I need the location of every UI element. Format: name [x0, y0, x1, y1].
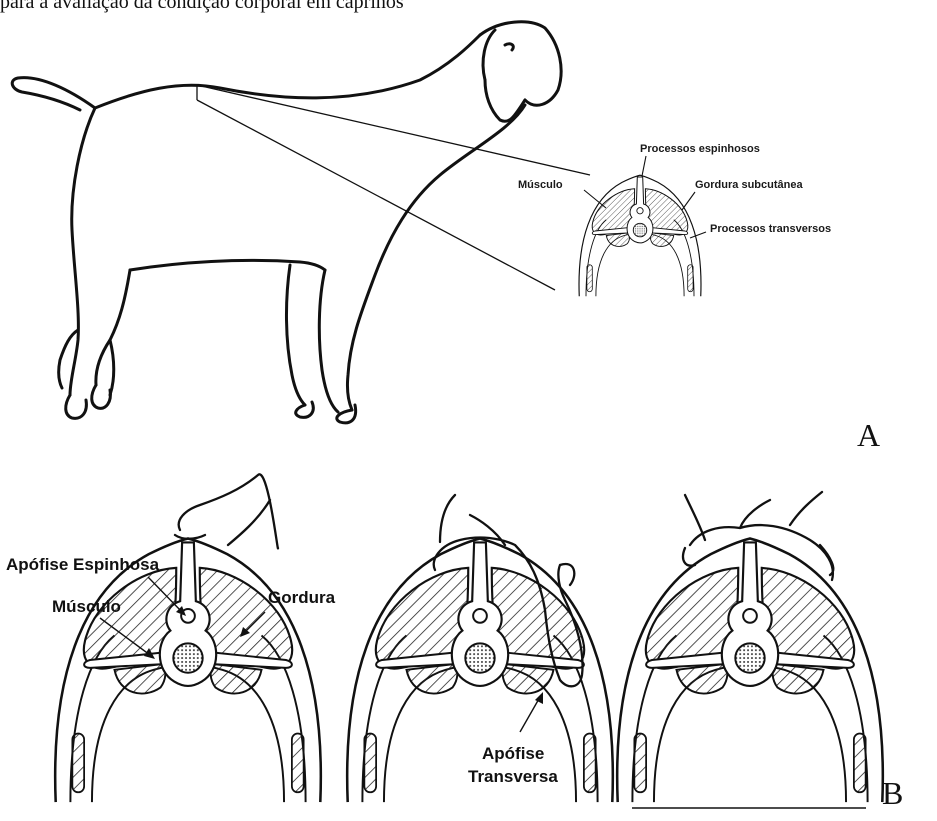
cross-section-a — [579, 175, 701, 296]
label-processos-transversos: Processos transversos — [710, 223, 831, 235]
label-musculo-a: Músculo — [518, 179, 563, 191]
label-gordura: Gordura — [268, 588, 336, 607]
label-processos-espinhosos: Processos espinhosos — [640, 143, 760, 155]
panel-letter-a: A — [857, 417, 880, 453]
finger-b1 — [175, 474, 278, 548]
hand-b3 — [683, 492, 833, 580]
panel-letter-b: B — [882, 775, 903, 811]
panel-a: Processos espinhosos Gordura subcutânea … — [12, 22, 880, 453]
label-musculo-b: Músculo — [52, 597, 121, 616]
top-caption: para a avaliação da condição corporal em… — [0, 0, 404, 13]
label-apofise-espinhosa: Apófise Espinhosa — [6, 555, 160, 574]
label-apofise-transversa-line2: Transversa — [468, 767, 558, 786]
goat-outline-drawing — [12, 22, 561, 423]
cross-section-b1 — [55, 538, 321, 802]
cross-section-b3 — [617, 538, 883, 802]
label-gordura-subcutanea: Gordura subcutânea — [695, 179, 803, 191]
label-apofise-transversa-line1: Apófise — [482, 744, 544, 763]
panel-b: Apófise Espinhosa Músculo Gordura Apófis… — [6, 474, 903, 811]
